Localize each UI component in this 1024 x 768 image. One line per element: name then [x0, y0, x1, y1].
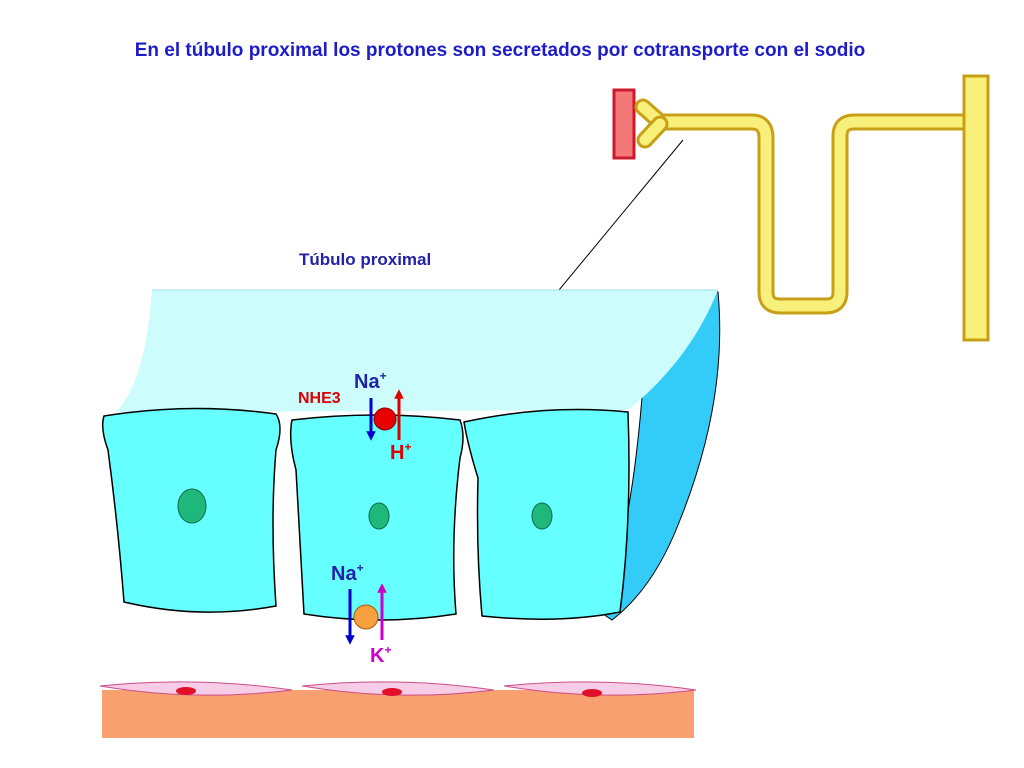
cell-nucleus	[177, 488, 207, 524]
nhe3-label: NHE3	[298, 390, 341, 407]
endothelial-cell	[503, 681, 697, 696]
interstitium-layer	[102, 690, 694, 738]
tubule-label: Túbulo proximal	[299, 250, 431, 269]
endothelial-cell	[301, 681, 495, 696]
endothelial-cell	[99, 681, 293, 696]
glomerular-capillary	[612, 88, 636, 160]
epithelial-cell	[101, 407, 281, 613]
epithelial-cell	[463, 408, 630, 620]
epithelial-cell	[289, 414, 464, 621]
nephron-tubule	[634, 98, 984, 315]
tubule-wall	[599, 291, 721, 621]
tubule-lumen	[116, 290, 718, 412]
cell-nucleus	[368, 502, 390, 530]
na-k-transporter	[353, 604, 379, 630]
slide-title: En el túbulo proximal los protones son s…	[134, 40, 866, 61]
nhe3-transporter	[373, 407, 397, 431]
basal-potassium-label: K+	[370, 643, 391, 667]
collecting-duct	[962, 74, 990, 342]
cell-nucleus	[531, 502, 553, 530]
peritubular-capillary	[99, 681, 697, 738]
